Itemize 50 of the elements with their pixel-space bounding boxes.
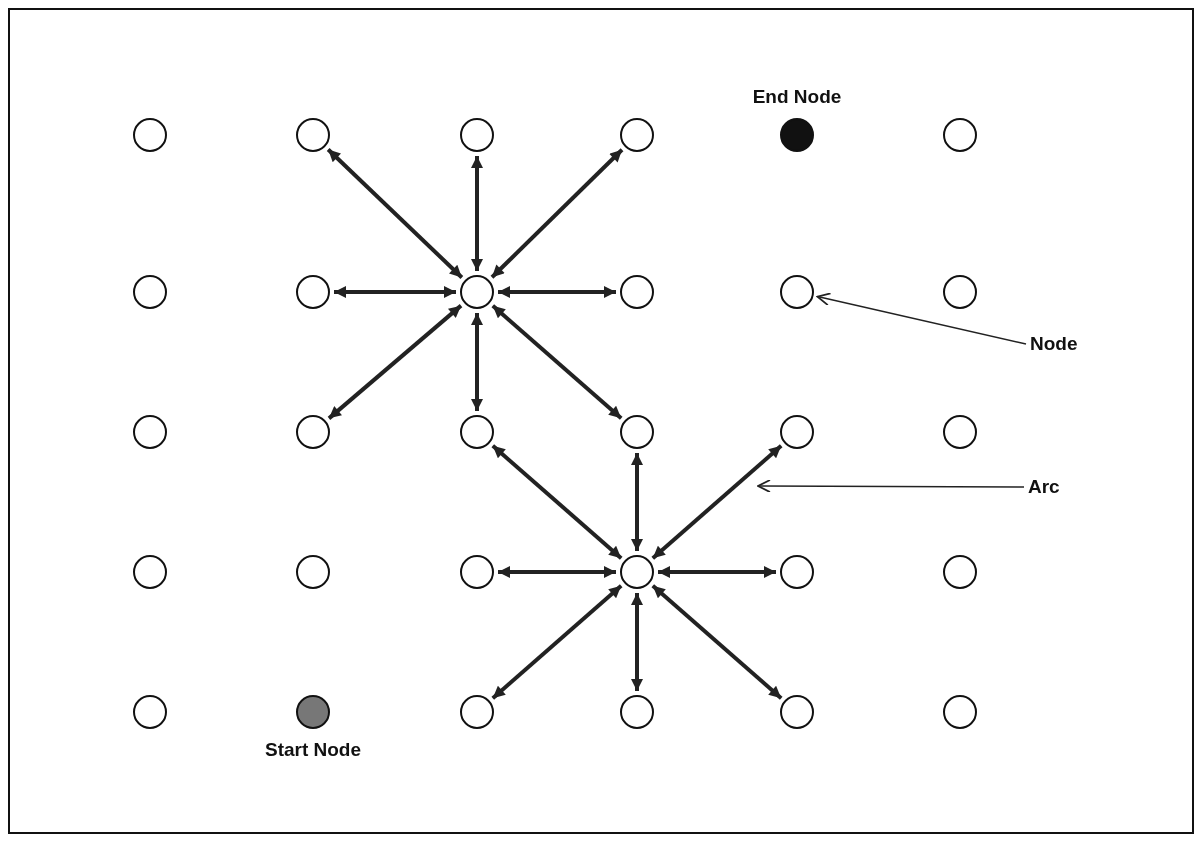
circle-node [780, 555, 814, 589]
leader-line [757, 479, 1025, 493]
circle-node [943, 695, 977, 729]
circle-node [780, 695, 814, 729]
double-arrow [327, 304, 463, 420]
double-arrow [498, 286, 616, 298]
circle-node [133, 118, 167, 152]
circle-node [620, 415, 654, 449]
circle-node [780, 275, 814, 309]
node-label: End Node [752, 86, 842, 108]
circle-node [620, 555, 654, 589]
circle-node [620, 118, 654, 152]
circle-node [943, 275, 977, 309]
double-arrow [631, 453, 643, 551]
circle-node [620, 695, 654, 729]
circle-node [296, 415, 330, 449]
circle-node [460, 555, 494, 589]
callout-label: Node [1030, 333, 1078, 355]
double-arrow [491, 444, 623, 560]
circle-node [133, 555, 167, 589]
double-arrow [490, 148, 624, 279]
double-arrow [334, 286, 456, 298]
double-arrow [658, 566, 776, 578]
circle-node [296, 555, 330, 589]
circle-node [943, 415, 977, 449]
circle-node [133, 695, 167, 729]
circle-node [943, 118, 977, 152]
node-label: Start Node [264, 739, 362, 761]
double-arrow [471, 156, 483, 271]
circle-node [943, 555, 977, 589]
double-arrow [498, 566, 616, 578]
double-arrow [651, 584, 783, 700]
circle-node [460, 118, 494, 152]
double-arrow [326, 148, 464, 279]
double-arrow [491, 304, 623, 420]
circle-node [296, 275, 330, 309]
circle-node [780, 415, 814, 449]
double-arrow [491, 584, 623, 700]
double-arrow [471, 313, 483, 411]
leader-line [816, 292, 1027, 345]
circle-node [133, 415, 167, 449]
circle-node [460, 415, 494, 449]
circle-node [460, 275, 494, 309]
double-arrow [651, 444, 783, 560]
circle-node [296, 118, 330, 152]
circle-node [460, 695, 494, 729]
callout-label: Arc [1028, 476, 1060, 498]
double-arrow [631, 593, 643, 691]
circle-node [620, 275, 654, 309]
circle-node [133, 275, 167, 309]
